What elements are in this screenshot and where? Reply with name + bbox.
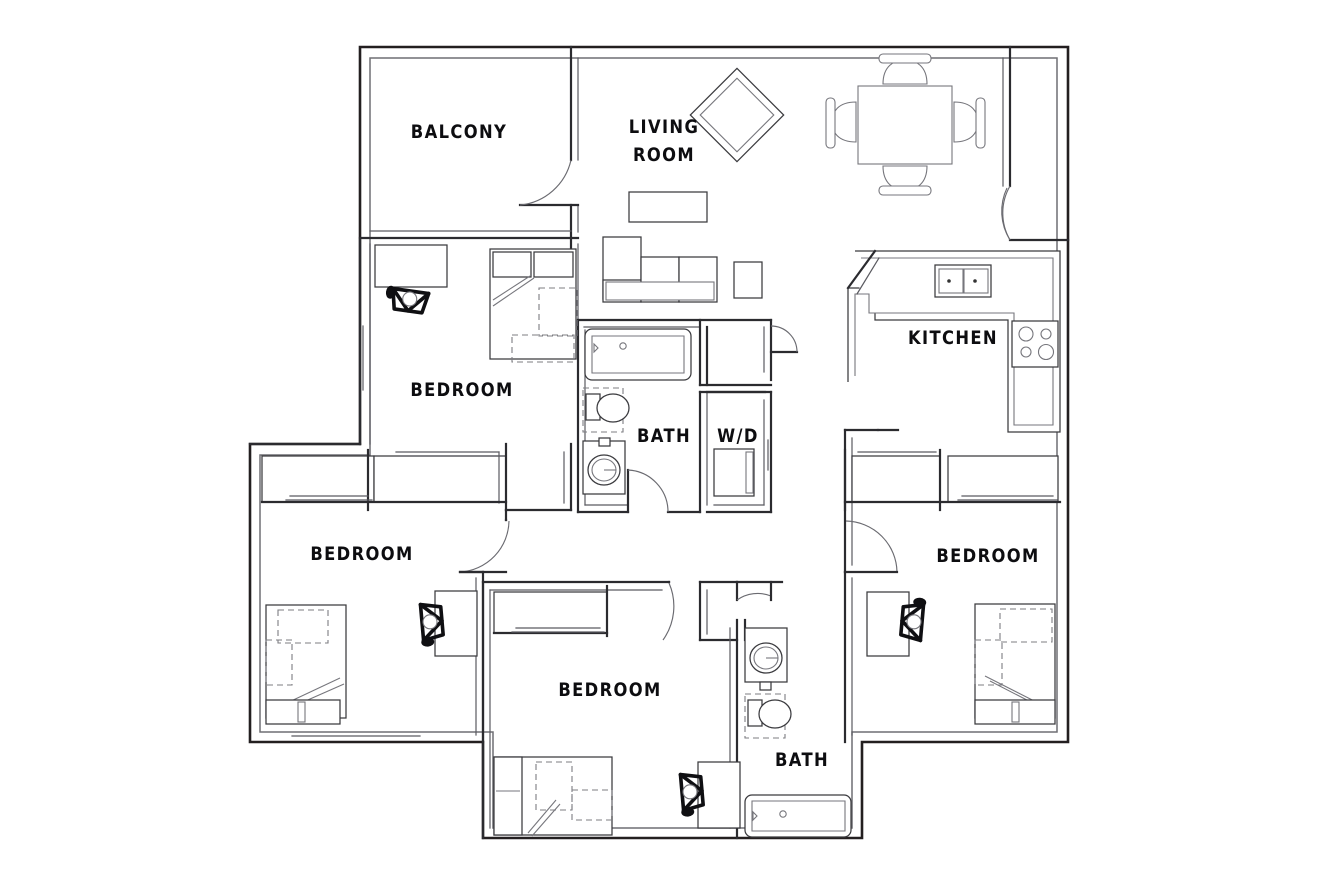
bedroom-se-structure [843,448,1062,744]
toilet-bowl-south [758,699,792,729]
toilet-bowl [596,393,630,423]
kitchen-fixtures [934,264,1059,368]
desk-south [697,761,741,829]
bedroom-south-structure [481,580,784,840]
label-bedroom-sw: BEDROOM [310,544,413,565]
living-room-furniture [602,67,785,303]
label-living-room-line2: ROOM [633,145,695,166]
desk-chair-south [678,772,705,817]
label-bedroom-nw: BEDROOM [410,380,513,401]
bed-sw [265,604,347,719]
label-bath-south: BATH [775,750,829,771]
desk-chair-se [899,597,927,643]
room-labels: BALCONY LIVING ROOM KITCHEN BATH W/D BED… [310,117,1039,771]
label-bedroom-se: BEDROOM [936,546,1039,567]
label-balcony: BALCONY [411,122,507,143]
washer-dryer [713,448,755,497]
bath-main-fixtures [582,328,692,495]
bedroom-se-furniture [866,591,1056,725]
label-bath-main: BATH [637,426,691,447]
console-table [628,191,708,223]
label-kitchen: KITCHEN [908,328,998,349]
bedroom-sw-structure [248,442,510,744]
bed-se [974,603,1056,719]
dining-table [857,85,953,165]
desk-chair-nw [385,285,431,315]
desk-chair-sw [418,602,445,647]
bedroom-nw-walls [358,442,573,522]
four-burner-range [1011,320,1059,368]
desk-nw [374,244,448,288]
label-bedroom-south: BEDROOM [558,680,661,701]
bath-south-fixtures [743,618,852,838]
label-wd-closet: W/D [717,426,759,447]
dining-set [825,53,986,196]
bedroom-sw-furniture [265,590,478,725]
bedroom-south-furniture [493,756,741,837]
side-table [733,261,763,299]
nightstand-south [493,756,523,836]
label-living-room-line1: LIVING [629,117,700,138]
bedroom-nw-furniture [374,244,578,363]
